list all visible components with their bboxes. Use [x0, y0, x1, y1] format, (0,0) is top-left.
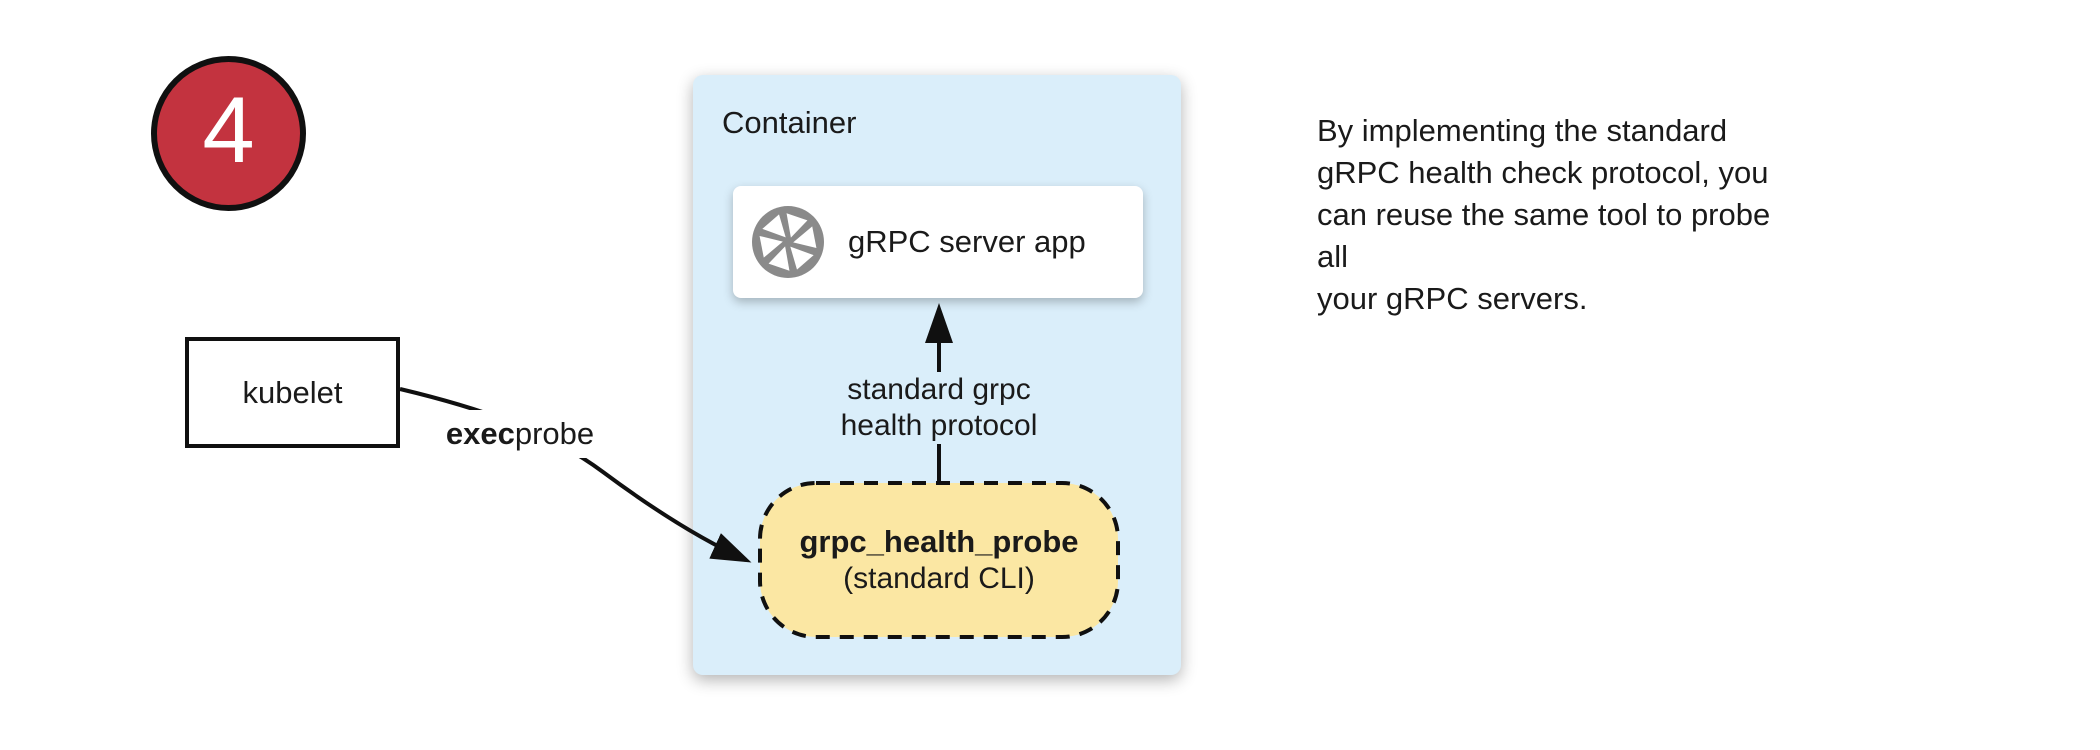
probe-pill-title: grpc_health_probe: [799, 524, 1079, 559]
container-title: Container: [722, 105, 857, 140]
server-card-label: gRPC server app: [848, 224, 1086, 259]
step-badge: 4: [151, 56, 306, 211]
grpc-server-card: gRPC server app: [733, 186, 1143, 298]
probe-pill: grpc_health_probe (standard CLI): [760, 483, 1118, 637]
protocol-label: standard grpc health protocol: [824, 372, 1054, 444]
kubelet-label: kubelet: [242, 374, 343, 410]
grpc-aperture-icon: [752, 206, 824, 278]
exec-probe-label-bold: exec: [445, 416, 515, 451]
kubelet-box: kubelet: [185, 337, 400, 448]
probe-pill-subtitle: (standard CLI): [843, 562, 1035, 595]
exec-probe-label-rest: probe: [514, 416, 595, 451]
step-number: 4: [202, 76, 255, 182]
exec-probe-label: exec probe: [425, 410, 615, 458]
note-text: By implementing the standard gRPC health…: [1317, 113, 1771, 316]
